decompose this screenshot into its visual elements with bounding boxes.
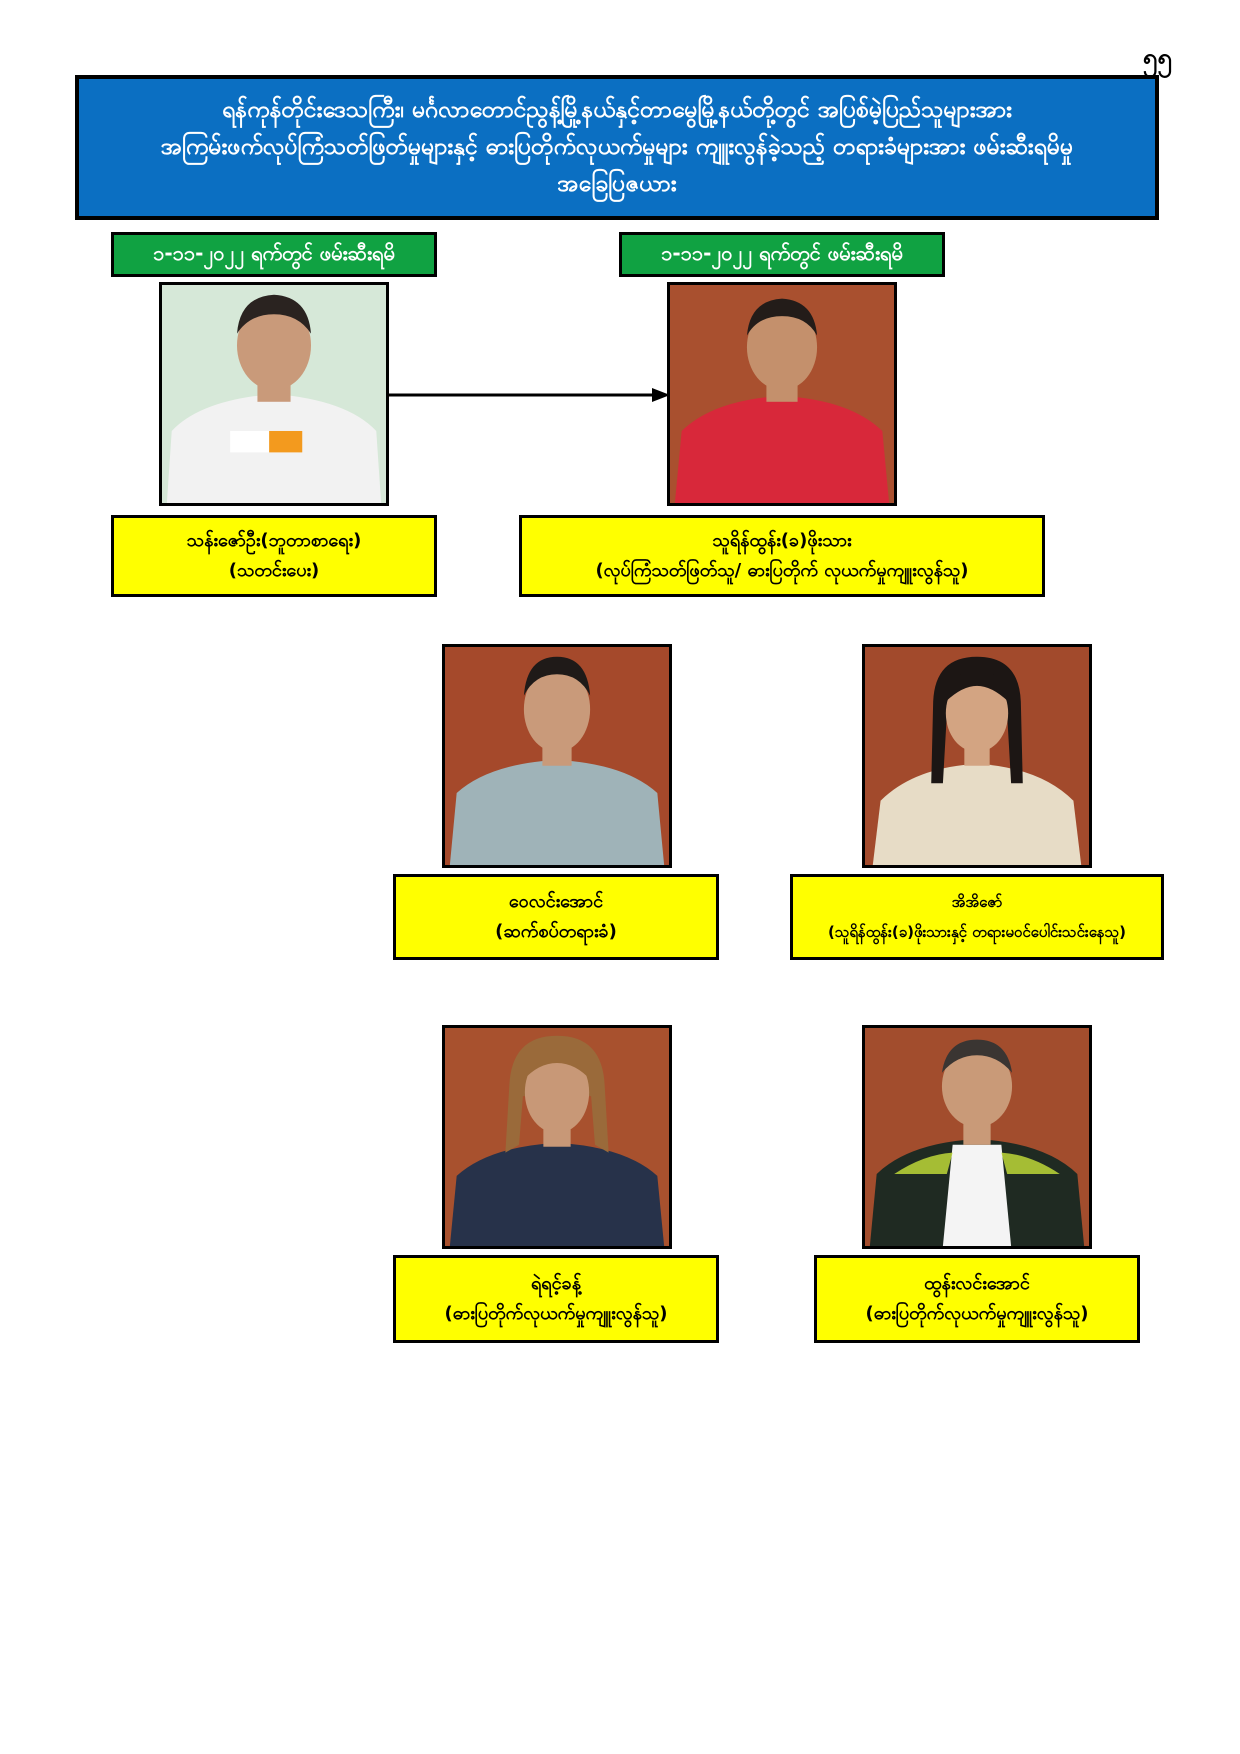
portrait-image-3 [445,647,669,865]
name-box-person-6: ထွန်းလင်းအောင် (ဓားပြတိုက်လုယက်မှုကျူးလွ… [814,1255,1140,1343]
photo-person-4 [862,644,1092,868]
person-2-role: (လုပ်ကြံသတ်ဖြတ်သူ/ ဓားပြတိုက် လုယက်မှုကျ… [595,560,969,581]
name-box-person-4: အိအိဇော် (သူရိန်ထွန်း(ခ)ဖိုးသားနှင့် တရာ… [790,874,1164,960]
page-number: ၅၅ [1142,43,1172,73]
person-5-role: (ဓားပြတိုက်လုယက်မှုကျူးလွန်သူ) [444,1303,668,1324]
person-4-name: အိအိဇော် [951,893,1003,911]
person-3-name: ဝေလင်းအောင် [508,891,604,912]
person-5-name: ရဲရင့်ခန့် [530,1273,582,1294]
title-line-3: အခြေပြဇယား [557,171,677,197]
photo-person-3 [442,644,672,868]
person-3-role: (ဆက်စပ်တရားခံ) [495,921,617,942]
photo-person-6 [862,1025,1092,1249]
chart-title-box: ရန်ကုန်တိုင်းဒေသကြီး၊ မင်္ဂလာတောင်ညွန့်မ… [75,75,1159,220]
photo-person-5 [442,1025,672,1249]
photo-person-1 [159,282,389,506]
portrait-image-1 [162,285,386,503]
name-box-person-1: သန်းဇော်ဦး(ဘူတာစာရေး) (သတင်းပေး) [111,515,437,597]
person-2-name: သူရိန်ထွန်း(ခ)ဖိုးသား [712,530,852,551]
person-1-name: သန်းဇော်ဦး(ဘူတာစာရေး) [186,530,362,551]
person-4-role: (သူရိန်ထွန်း(ခ)ဖိုးသားနှင့် တရားမဝင်ပေါင… [828,923,1126,941]
photo-person-2 [667,282,897,506]
name-box-person-5: ရဲရင့်ခန့် (ဓားပြတိုက်လုယက်မှုကျူးလွန်သူ… [393,1255,719,1343]
arrow-right-icon [388,388,670,402]
portrait-image-4 [865,647,1089,865]
name-box-person-2: သူရိန်ထွန်း(ခ)ဖိုးသား (လုပ်ကြံသတ်ဖြတ်သူ/… [519,515,1045,597]
arrest-date-badge-right: ၁-၁၁-၂၀၂၂ ရက်တွင် ဖမ်းဆီးရမိ [619,232,945,277]
title-line-1: ရန်ကုန်တိုင်းဒေသကြီး၊ မင်္ဂလာတောင်ညွန့်မ… [221,97,1013,123]
portrait-image-5 [445,1028,669,1246]
name-box-person-3: ဝေလင်းအောင် (ဆက်စပ်တရားခံ) [393,874,719,960]
portrait-image-6 [865,1028,1089,1246]
arrest-date-badge-left: ၁-၁၁-၂၀၂၂ ရက်တွင် ဖမ်းဆီးရမိ [111,232,437,277]
portrait-image-2 [670,285,894,503]
person-6-name: ထွန်းလင်းအောင် [924,1273,1030,1294]
person-6-role: (ဓားပြတိုက်လုယက်မှုကျူးလွန်သူ) [865,1303,1089,1324]
title-line-2: အကြမ်းဖက်လုပ်ကြံသတ်ဖြတ်မှုများနှင့် ဓားပ… [160,134,1074,160]
person-1-role: (သတင်းပေး) [228,560,320,581]
